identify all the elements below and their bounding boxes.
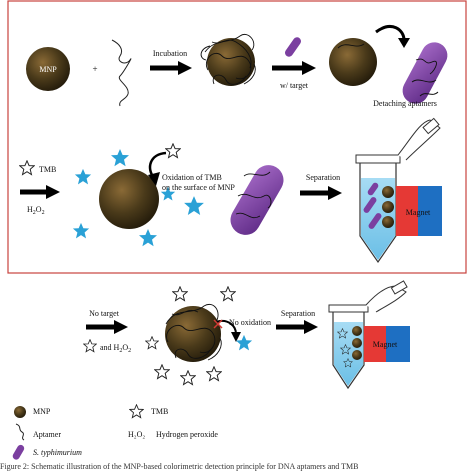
tmb-label: TMB (39, 165, 56, 174)
legend-tmb-label: TMB (151, 407, 169, 416)
tmb-star-icon (129, 404, 144, 419)
legend-target-label: S. typhimurium (33, 448, 82, 457)
magnet-label-bottom: Magnet (373, 340, 398, 349)
separation-label-bottom: Separation (281, 309, 315, 318)
with-target-label: w/ target (280, 81, 309, 90)
mnp-icon (14, 406, 26, 418)
no-target-label: No target (89, 309, 120, 318)
mnp-particle (99, 169, 159, 229)
mnp-particle (26, 47, 70, 91)
captured-mnp-bacteria (363, 182, 394, 229)
bacteria-with-aptamers (230, 165, 284, 235)
legend-h2o2-description: Hydrogen peroxide (156, 430, 218, 439)
bacteria-icon (12, 444, 25, 460)
curved-arrow-icon (148, 151, 167, 186)
plus-sign: + (92, 64, 97, 74)
tmb-star-icon (83, 339, 97, 353)
magnet-icon (396, 186, 442, 236)
mnp-with-aptamers (200, 34, 256, 86)
figure-caption: Figure 2: Schematic illustration of the … (0, 462, 359, 471)
no-oxidation-label: No oxidation (229, 318, 271, 327)
curved-arrow-icon (375, 25, 410, 48)
legend-aptamer-label: Aptamer (33, 430, 61, 439)
legend-h2o2-symbol: H₂O₂ (128, 430, 146, 439)
and-h2o2-label: and H2O2 (100, 343, 131, 354)
arrow-icon (20, 185, 60, 199)
magnet-label-top: Magnet (406, 208, 431, 217)
bacteria-with-aptamers (402, 42, 448, 104)
mnp-particle (329, 38, 377, 86)
oxidation-line-1: Oxidation of TMB (162, 173, 222, 182)
arrow-icon (272, 61, 316, 75)
incubation-label: Incubation (153, 49, 187, 58)
mnp-with-aptamers (165, 304, 222, 362)
legend-mnp-label: MNP (33, 407, 51, 416)
panel-frame (7, 0, 467, 274)
detaching-aptamers-label: Detaching aptamers (373, 99, 437, 108)
legend (12, 404, 144, 460)
mnp-label: MNP (39, 65, 57, 74)
aptamer-icon (111, 39, 132, 107)
target-bacteria-small (284, 37, 302, 57)
separation-label-top: Separation (306, 173, 340, 182)
tmb-star-icon (19, 160, 35, 176)
arrow-icon (150, 61, 192, 75)
arrow-icon (86, 320, 128, 334)
tmb-star-icon (165, 143, 181, 159)
arrow-icon (276, 320, 318, 334)
captured-mnp (352, 326, 362, 360)
arrow-icon (300, 186, 342, 200)
oxidation-line-2: on the surface of MNP (162, 183, 235, 192)
aptamer-icon (15, 423, 25, 441)
h2o2-label: H2O2 (27, 205, 45, 216)
blocked-oxidation-icon (213, 319, 241, 342)
magnet-icon (364, 326, 410, 362)
